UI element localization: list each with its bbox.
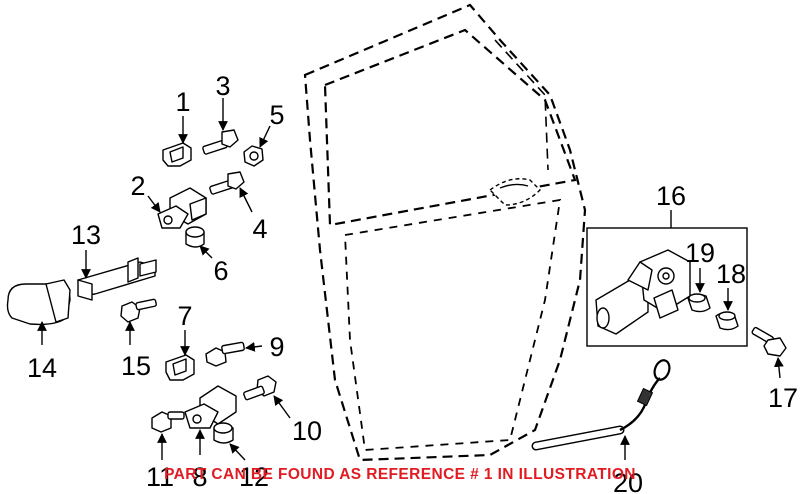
part-12-bushing: 12 bbox=[213, 422, 269, 492]
part-5-nut: 5 bbox=[243, 100, 285, 167]
callout-5: 5 bbox=[269, 100, 284, 130]
part-6-bushing: 6 bbox=[185, 226, 229, 286]
actuator-motor bbox=[595, 249, 691, 335]
callout-6: 6 bbox=[213, 256, 228, 286]
part-10-bolt: 10 bbox=[243, 375, 322, 446]
callout-1: 1 bbox=[175, 87, 190, 117]
callout-12: 12 bbox=[239, 462, 269, 492]
callout-8: 8 bbox=[192, 462, 207, 492]
part-4-bolt: 4 bbox=[209, 171, 268, 244]
part-11-bolt: 11 bbox=[146, 411, 185, 492]
reference-note: PART CAN BE FOUND AS REFERENCE # 1 IN IL… bbox=[164, 466, 636, 483]
callout-7: 7 bbox=[177, 301, 192, 331]
part-20-lock-cable: 20 bbox=[531, 359, 671, 494]
callout-3: 3 bbox=[215, 71, 230, 101]
part-16-lock-actuator-assembly: 16 bbox=[586, 181, 748, 347]
part-1-door-check-bracket: 1 bbox=[162, 87, 192, 167]
part-8-door-hinge: 8 bbox=[184, 385, 237, 492]
callout-2: 2 bbox=[130, 171, 145, 201]
callout-18: 18 bbox=[716, 259, 746, 289]
callout-10: 10 bbox=[292, 416, 322, 446]
callout-16: 16 bbox=[656, 181, 686, 211]
callout-11: 11 bbox=[146, 462, 174, 492]
part-2-door-hinge: 2 bbox=[130, 171, 207, 229]
part-13-door-check-strap: 13 bbox=[71, 220, 157, 301]
rear-door-outline bbox=[303, 3, 587, 462]
part-19-grommet: 19 bbox=[685, 238, 715, 313]
callout-4: 4 bbox=[252, 214, 267, 244]
callout-19: 19 bbox=[685, 238, 715, 268]
part-9-bolt: 9 bbox=[205, 332, 285, 367]
part-18-grommet: 18 bbox=[715, 259, 746, 331]
part-7-door-check-bracket: 7 bbox=[165, 301, 195, 381]
part-3-bolt: 3 bbox=[202, 71, 239, 155]
callout-13: 13 bbox=[71, 220, 101, 250]
callout-15: 15 bbox=[121, 351, 151, 381]
part-15-bolt: 15 bbox=[120, 298, 157, 381]
callout-17: 17 bbox=[768, 383, 798, 413]
part-17-screw: 17 bbox=[751, 326, 798, 413]
callout-14: 14 bbox=[27, 353, 57, 383]
callout-9: 9 bbox=[269, 332, 284, 362]
part-14-check-strap-cover: 14 bbox=[6, 279, 71, 383]
door-handle-recess bbox=[489, 178, 541, 206]
callout-20: 20 bbox=[613, 468, 643, 494]
